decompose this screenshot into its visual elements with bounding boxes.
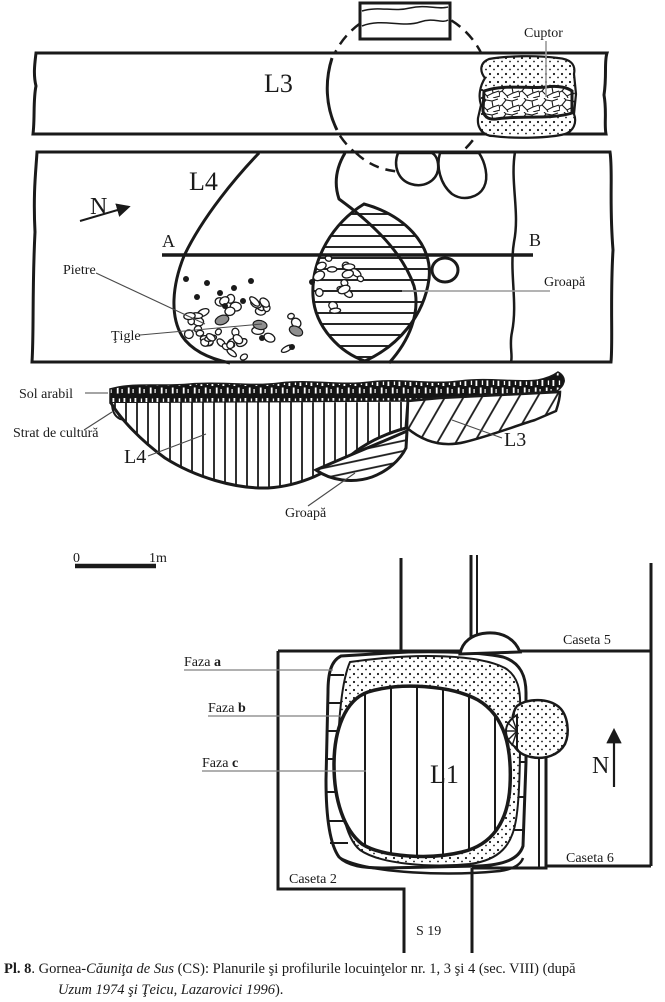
l1-top-lobe bbox=[458, 631, 523, 656]
label-sol-arabil: Sol arabil bbox=[19, 387, 73, 402]
label-l4-plan: L4 bbox=[189, 167, 218, 196]
label-l3-plan: L3 bbox=[264, 69, 293, 98]
caption-text-3: ). bbox=[274, 981, 284, 998]
oven-section-box bbox=[358, 1, 452, 41]
label-groapa-plan: Groapă bbox=[544, 275, 586, 290]
caption-site-name: Căuniţa de Sus bbox=[86, 961, 174, 977]
label-faza-c: Faza c bbox=[202, 756, 238, 771]
l1-phase-c-outline bbox=[332, 684, 513, 859]
stones-scatter bbox=[183, 254, 365, 361]
label-faza-a: Faza a bbox=[184, 655, 221, 670]
label-l1: L1 bbox=[430, 760, 459, 789]
label-section-a: A bbox=[162, 231, 175, 251]
faza-c-prefix: Faza bbox=[202, 756, 232, 771]
burnt-stones-dots bbox=[183, 276, 315, 350]
l1-floor-hatch bbox=[364, 686, 496, 857]
pietre-leader-line bbox=[95, 272, 206, 325]
caption-text-1: Gornea- bbox=[38, 961, 87, 977]
caption-references: Uzum 1974 şi Ţeicu, Lazarovici 1996 bbox=[58, 981, 275, 998]
label-s19: S 19 bbox=[416, 924, 441, 939]
plan-dwelling-l1: L1 N Faza a Faza b Faza c Caseta 5 Caset… bbox=[184, 555, 653, 953]
label-section-b: B bbox=[529, 230, 541, 250]
label-tigle: Ţigle bbox=[111, 329, 141, 344]
profile-l3-wedge bbox=[405, 390, 562, 446]
caption-text-2: (CS): Planurile şi profilurile locuinţel… bbox=[173, 961, 576, 977]
profile-l4-leader bbox=[147, 433, 207, 457]
caption-sep: . bbox=[31, 961, 39, 977]
label-faza-b: Faza b bbox=[208, 701, 246, 716]
caseta2-outline bbox=[276, 651, 406, 953]
caption-plate-number: Pl. 8 bbox=[4, 961, 32, 977]
label-pietre: Pietre bbox=[63, 263, 96, 278]
excavation-edge-wavy bbox=[509, 151, 518, 363]
caption-line-2: Uzum 1974 şi Ţeicu, Lazarovici 1996). bbox=[4, 982, 283, 998]
l1-oven-mouth-spokes bbox=[505, 716, 518, 747]
scale-one-meter: 1m bbox=[149, 551, 167, 566]
label-caseta-5: Caseta 5 bbox=[563, 633, 611, 648]
scale-bar: 0 1m bbox=[73, 551, 167, 569]
faza-b-letter: b bbox=[238, 701, 246, 716]
plan-trench-l4: A B N Pietre Ţigle Groapă L4 bbox=[30, 150, 615, 365]
pit-small-stone bbox=[430, 256, 460, 284]
amorphous-lump-1 bbox=[394, 151, 440, 187]
dwelling-l4-outline-left bbox=[172, 151, 261, 365]
dashed-circle-solid-arc bbox=[325, 57, 339, 131]
topsoil-band bbox=[109, 371, 565, 404]
profile-l3-leader bbox=[451, 419, 503, 439]
faza-a-letter: a bbox=[214, 655, 221, 670]
north-arrow-plan bbox=[79, 203, 131, 222]
oven-section-wavy-top bbox=[361, 5, 449, 12]
dwelling-l4-outline-right bbox=[334, 152, 418, 365]
plate-figure: Cuptor L3 A B N Pietre Ţigle Groapă L4 bbox=[13, 1, 653, 953]
faza-b-prefix: Faza bbox=[208, 701, 238, 716]
oven-section-wavy-mid bbox=[361, 19, 449, 27]
profile-l4-outline bbox=[109, 400, 410, 490]
strat-cultura-leader bbox=[83, 411, 113, 431]
plate-caption: Pl. 8. Gornea-Căuniţa de Sus (CS): Planu… bbox=[0, 953, 665, 1000]
profile-groapa-leader bbox=[307, 472, 356, 507]
faza-c-letter: c bbox=[232, 756, 238, 771]
tigle-leader-line bbox=[139, 323, 263, 336]
caseta6-outline bbox=[472, 758, 651, 870]
scale-zero: 0 bbox=[73, 551, 80, 566]
profile-section: Sol arabil Strat de cultură L4 L3 Groapă bbox=[13, 371, 565, 521]
tiles-gray bbox=[214, 314, 304, 337]
label-caseta-6: Caseta 6 bbox=[566, 851, 614, 866]
pit-groapa-hatched bbox=[311, 202, 431, 363]
label-strat-cultura: Strat de cultură bbox=[13, 426, 99, 441]
amorphous-lump-2 bbox=[437, 151, 488, 200]
oven-stone-band bbox=[481, 84, 574, 121]
label-cuptor: Cuptor bbox=[524, 26, 563, 41]
trench-l3-outline bbox=[31, 51, 610, 136]
label-north-bottom: N bbox=[592, 753, 609, 779]
l1-bottom-double-line bbox=[339, 856, 525, 875]
label-l4-profile: L4 bbox=[124, 446, 146, 468]
label-groapa-profile: Groapă bbox=[285, 506, 327, 521]
label-caseta-2: Caseta 2 bbox=[289, 872, 337, 887]
faza-a-prefix: Faza bbox=[184, 655, 214, 670]
label-l3-profile: L3 bbox=[504, 429, 526, 451]
l1-oven-blob bbox=[510, 698, 569, 760]
plan-trench-l3: Cuptor L3 bbox=[31, 1, 610, 174]
